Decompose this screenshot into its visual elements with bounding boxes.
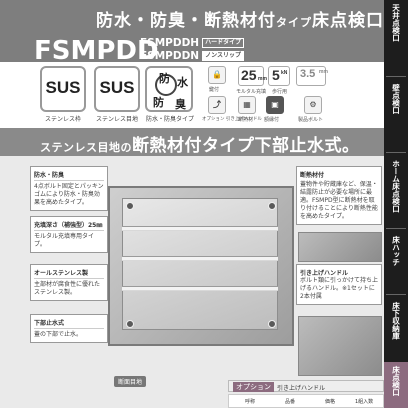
mortar-depth-icon: 25 mm [238,66,267,86]
screw-icon: ⚙ [304,96,322,114]
option-handle-icon: ⤴ [208,96,226,114]
waterproof-icon: 防 水 防 臭 [145,66,193,112]
sus-joint-caption: ステンレス目地 [95,116,138,123]
headline-main: 断熱材付タイプ下部止水式。 [132,136,360,156]
callout-mortar: 充填深さ（補強型）25㎜ モルタル充填専用タイプ。 [30,216,108,253]
title-end: 床点検口 [312,11,384,31]
tab-underfloor-storage[interactable]: 床下収納庫 [391,302,401,340]
insulation-photo [298,232,382,262]
callout-waterproof: 防水・防臭 4点ボルト固定とパッキンゴムにより防水・防臭効果を高めたタイプ。 [30,166,108,211]
frame-icon: ▣ [266,96,284,114]
product-lid-image [108,186,294,346]
mortar-caption: モルタル充填 [236,89,267,95]
lid-joint-strip [122,256,278,261]
bolt-icon [126,320,134,328]
side-navigation: 天井点検口 壁点検口 ホーム床点検口 床ハッチ 床下収納庫 床点検口 [384,0,408,408]
option-col: 価格 [325,399,336,405]
bolt-icon [126,202,134,210]
tab-floor-hatch[interactable]: 床ハッチ [391,236,401,266]
option-caption: オプション 引き上げハンドル [202,117,262,122]
option-col: 1組入数 [355,399,374,405]
submodel-tag: ハードタイプ [202,38,245,48]
option-col: 呼称 [245,399,256,405]
tab-ceiling-hatch[interactable]: 天井点検口 [391,4,401,42]
callout-handle: 引き上げハンドル ボルト類に引っかけて持ち上げるハンドル。※1セットに2本付属 [296,264,382,305]
headline-text: ステンレス目地の断熱材付タイプ下部止水式。 [40,131,360,156]
page-title: 防水・防臭・断熱材付タイプ床点検口 [96,6,384,31]
bolt-icon [268,202,276,210]
load-rating-icon: 5 kN [268,66,290,86]
callout-insulation: 断熱材付 蓋物件や貯蔵庫など、保温・結露防止が必要な場所に最適。FSMPD型に断… [296,166,382,225]
option-name: 引き上げハンドル [277,385,326,392]
title-main: 防水・防臭・断熱材付 [96,11,276,31]
sus-joint-icon: SUS [94,66,140,112]
lock-caption: 鍵付 [209,87,220,93]
submodel-tag: ノンスリップ [202,51,244,61]
lock-icon: 🔒 [208,66,226,84]
title-small: タイプ [276,16,312,29]
handle-photo [298,316,382,376]
tab-floor-inspection[interactable]: 床点検口 [384,362,408,408]
waterproof-caption: 防水・防臭タイプ [145,116,194,123]
headline-prefix: ステンレス目地の [40,141,132,154]
section-caption: 断面目地 [114,376,147,387]
lid-panel [122,198,278,330]
headline-banner: ステンレス目地の断熱材付タイプ下部止水式。 [0,128,384,156]
option-col: 品番 [285,399,296,405]
sus-frame-caption: ステンレス枠 [44,116,81,123]
thickness-icon: 3.5 mm [296,66,328,86]
frame-caption: 額縁付 [264,117,280,123]
lid-joint-strip [122,226,278,231]
callout-bottom-seal: 下部止水式 蓋の下部で止水。 [30,314,108,343]
screw-caption: 製品ボルト [298,117,324,123]
model-number: FSMPDD [34,36,159,66]
tab-home-floor-hatch[interactable]: ホーム床点検口 [391,160,401,213]
option-label: オプション [233,382,274,392]
tab-wall-hatch[interactable]: 壁点検口 [391,84,401,114]
sus-frame-icon: SUS [40,66,86,112]
lid-joint-strip [122,286,278,291]
callout-stainless: オールステンレス製 主部材が腐食性に優れたステンレス製。 [30,264,108,301]
option-table-header: 呼称 品番 価格 1組入数 [228,394,384,408]
bolt-icon [268,320,276,328]
feature-icon-row: SUS ステンレス枠 SUS ステンレス目地 防 水 防 臭 防水・防臭タイプ … [0,62,384,126]
grid-caption: 断熱材 [238,117,254,123]
option-bar: オプション 引き上げハンドル [228,380,384,392]
load-caption: 歩行用 [272,89,288,95]
grid-icon: ▦ [238,96,256,114]
